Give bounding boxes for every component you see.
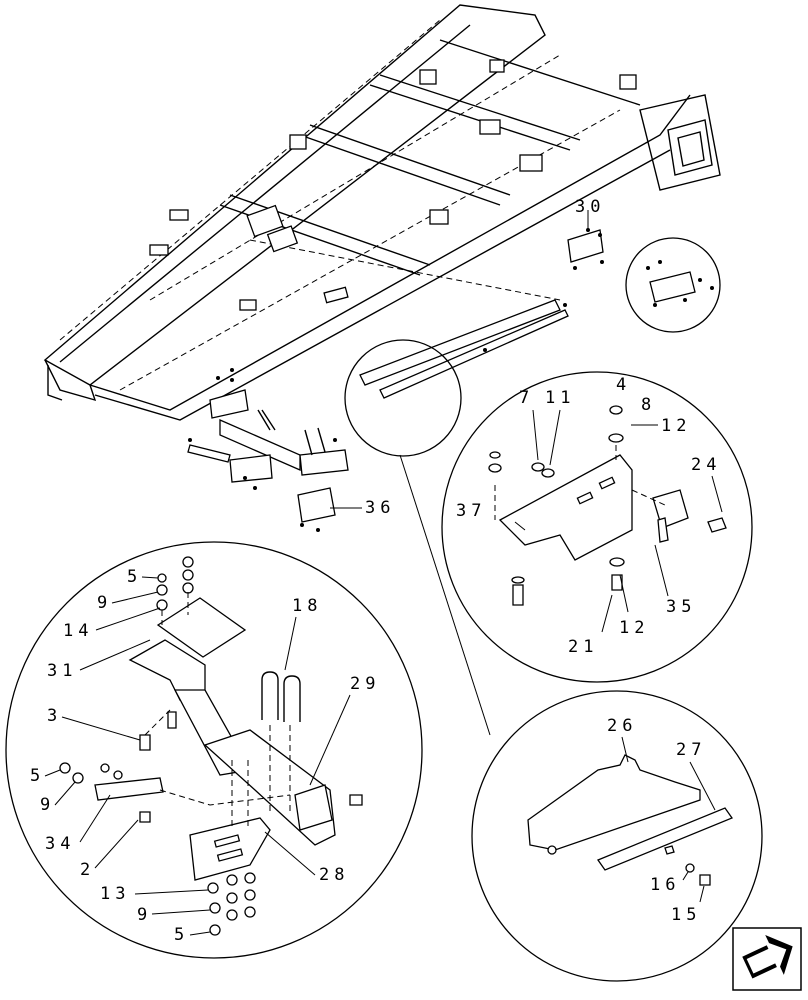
- bracket-30: [567, 210, 604, 270]
- callout-26: 26: [607, 716, 637, 736]
- detail-circle-right: [344, 339, 462, 457]
- callout-9-bottom: 9: [137, 905, 152, 925]
- callout-27: 27: [676, 740, 706, 760]
- callout-5-top: 5: [127, 567, 142, 587]
- rail-parts: [359, 299, 569, 399]
- callout-14: 14: [63, 621, 93, 641]
- callout-7: 7: [519, 388, 534, 408]
- callout-9-mid: 9: [40, 795, 55, 815]
- callout-31: 31: [47, 661, 77, 681]
- callout-29: 29: [350, 674, 380, 694]
- next-page-arrow-icon[interactable]: [732, 926, 802, 991]
- callout-18: 18: [292, 596, 322, 616]
- callout-35: 35: [666, 597, 696, 617]
- detail-small-bracket: [646, 260, 714, 307]
- right-detail-bracket: [488, 405, 727, 606]
- callout-28: 28: [319, 865, 349, 885]
- main-frame: [43, 4, 721, 421]
- detail-circle-large-right: [441, 371, 753, 683]
- detail-circle-left: [5, 541, 423, 959]
- callout-12-top: 12: [661, 416, 691, 436]
- callout-9-top: 9: [97, 593, 112, 613]
- left-detail-assembly: [59, 556, 363, 936]
- callout-24: 24: [691, 455, 721, 475]
- callout-2: 2: [80, 860, 95, 880]
- callout-15: 15: [671, 905, 701, 925]
- callout-12-bottom: 12: [619, 618, 649, 638]
- callout-30: 30: [575, 197, 605, 217]
- center-assembly: [187, 368, 349, 532]
- lower-right-detail: [527, 754, 733, 886]
- callout-8: 8: [641, 395, 656, 415]
- callout-5-bottom: 5: [174, 925, 189, 945]
- callout-4: 4: [616, 375, 631, 395]
- callout-11: 11: [545, 388, 575, 408]
- callout-13: 13: [100, 884, 130, 904]
- callout-5-mid: 5: [30, 766, 45, 786]
- callout-21: 21: [568, 637, 598, 657]
- callout-3: 3: [47, 706, 62, 726]
- callout-37: 37: [456, 501, 486, 521]
- callout-34: 34: [45, 834, 75, 854]
- detail-circle-lower-right: [471, 690, 763, 982]
- detail-circle-small: [625, 237, 721, 333]
- callout-16: 16: [650, 875, 680, 895]
- callout-36: 36: [365, 498, 395, 518]
